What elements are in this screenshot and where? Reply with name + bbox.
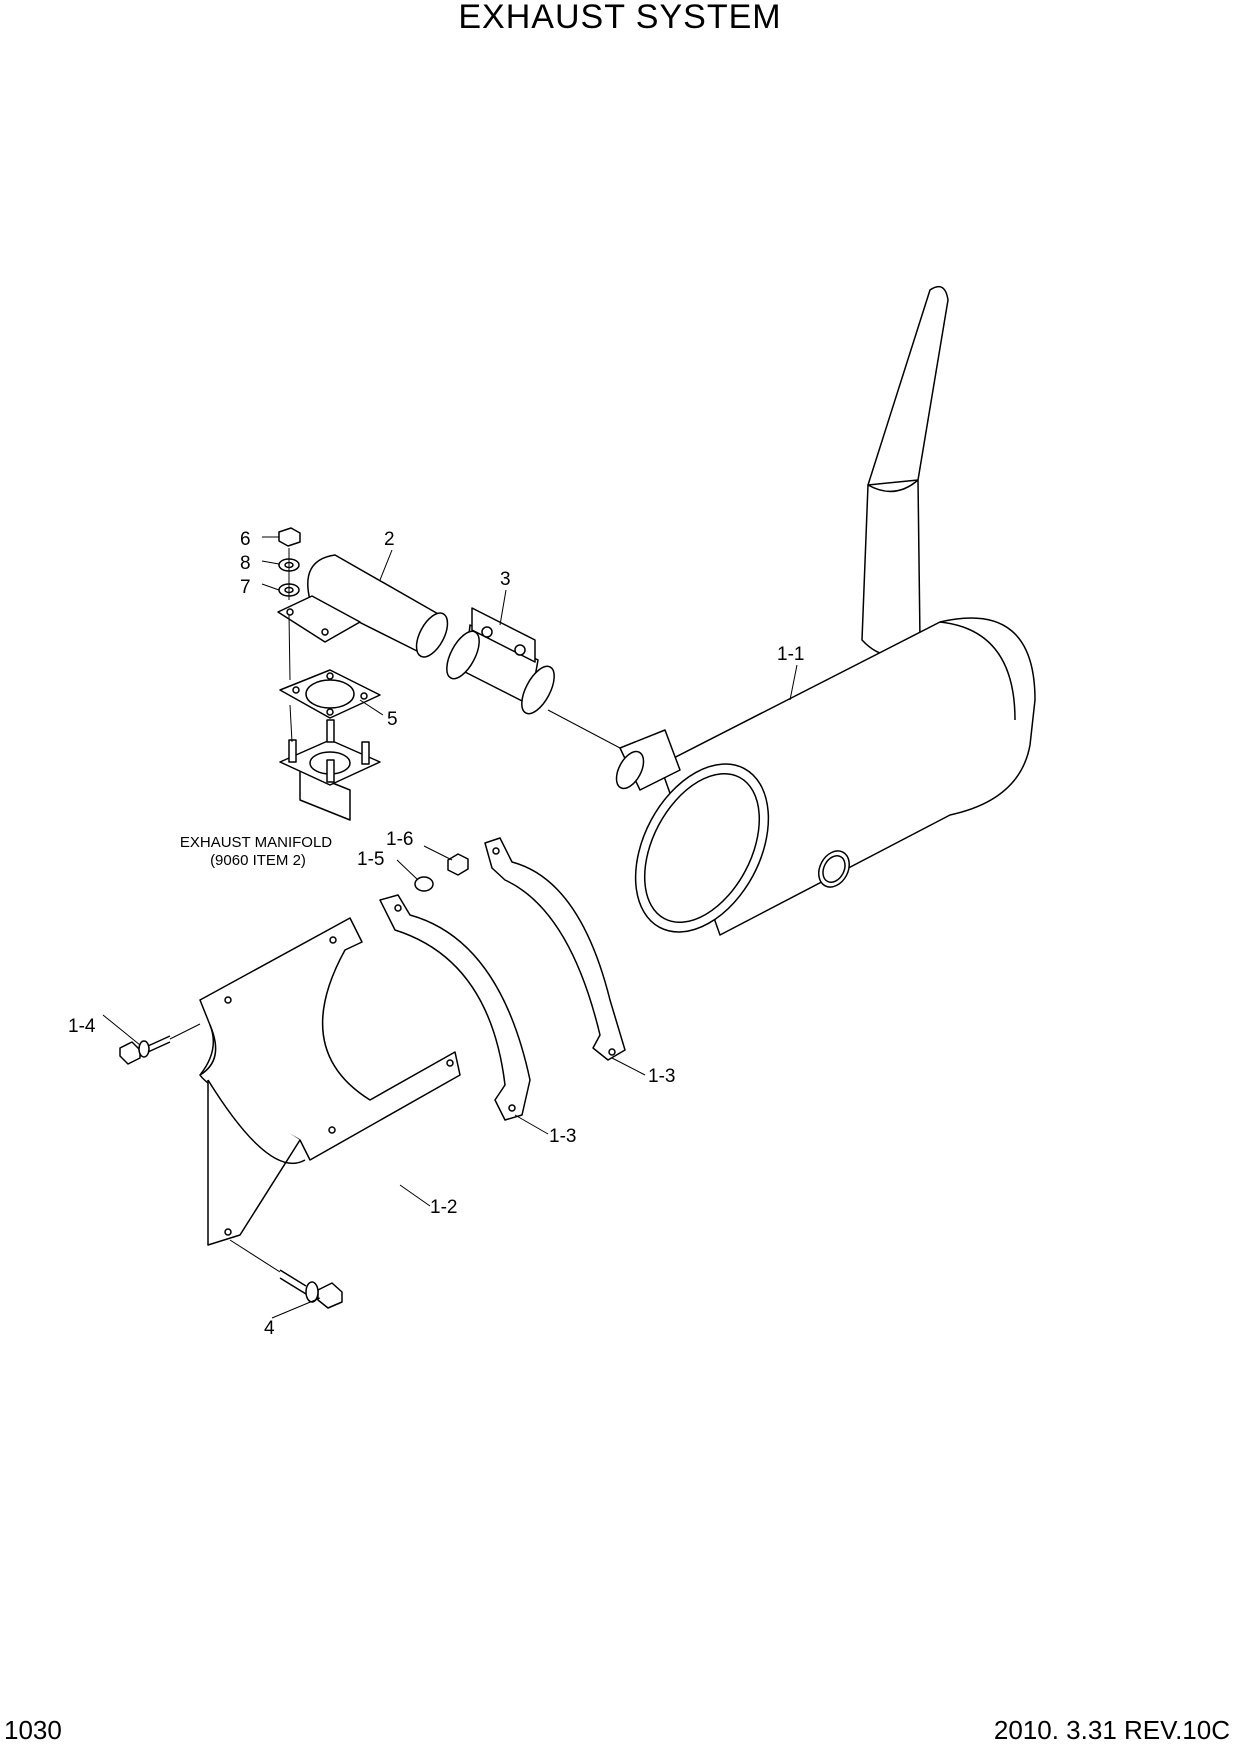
page-title: EXHAUST SYSTEM: [458, 0, 782, 36]
callout-1-3-lower: 1-3: [549, 1126, 576, 1147]
muffler: [615, 285, 1036, 936]
callout-1-1: 1-1: [777, 644, 804, 665]
flange-hardware: [278, 527, 301, 743]
exhaust-manifold: [279, 719, 381, 821]
callout-1-3-upper: 1-3: [648, 1066, 675, 1087]
strap-lower: [379, 894, 531, 1121]
callout-1-6: 1-6: [386, 829, 413, 850]
callout-3: 3: [500, 569, 511, 590]
callout-8: 8: [240, 553, 251, 574]
gasket: [279, 669, 381, 719]
washer-1-5: [414, 876, 434, 892]
callout-1-5: 1-5: [357, 849, 384, 870]
callout-1-4: 1-4: [68, 1016, 96, 1037]
heat-shield: [199, 917, 461, 1246]
callout-7: 7: [240, 577, 251, 598]
callout-5: 5: [387, 709, 398, 730]
bolt-1-4: [119, 1023, 201, 1065]
callout-1-2: 1-2: [430, 1197, 457, 1218]
revision-label: 2010. 3.31 REV.10C: [993, 1715, 1230, 1745]
manifold-note-line2: (9060 ITEM 2): [210, 852, 306, 869]
strap-upper: [484, 837, 626, 1061]
manifold-note-line1: EXHAUST MANIFOLD: [180, 834, 332, 851]
page-number: 1030: [4, 1715, 62, 1745]
callout-6: 6: [240, 529, 251, 550]
exhaust-pipe: [277, 554, 449, 658]
pipe-clamp: [446, 607, 621, 749]
bolt-4: [229, 1239, 343, 1309]
callout-2: 2: [384, 529, 395, 550]
callout-4: 4: [264, 1318, 275, 1339]
nut-1-6: [447, 853, 469, 876]
